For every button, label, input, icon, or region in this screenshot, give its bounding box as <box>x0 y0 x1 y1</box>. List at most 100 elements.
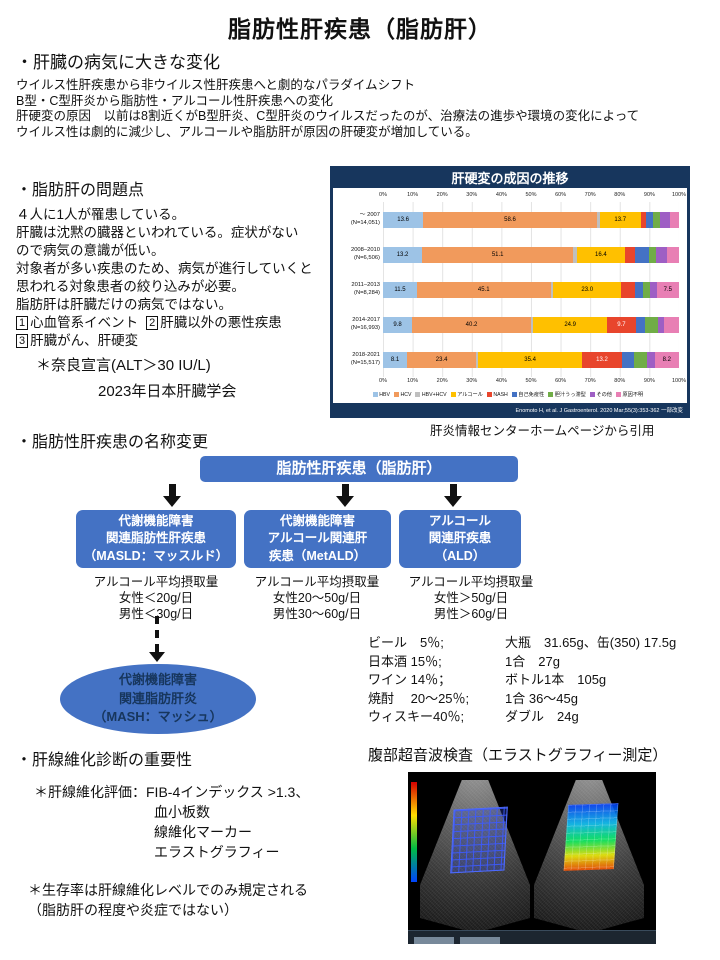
bar-segment-HBV: 11.5 <box>383 281 418 298</box>
fibrosis-eval-item: 血小板数 <box>154 804 210 820</box>
bar-segment-自己免疫性 <box>635 316 645 333</box>
segment-value: 9.7 <box>617 321 626 328</box>
section1-line: ウイルス性肝疾患から非ウイルス性肝疾患へと劇的なパラダイムシフト <box>16 78 416 92</box>
num-2-box: 2 <box>146 316 159 330</box>
legend-item: アルコール <box>450 391 483 398</box>
bar-segment-原因不明 <box>666 246 679 263</box>
amount-label: 大瓶 31.65g、缶(350) 17.5g <box>505 635 677 650</box>
segment-value: 51.1 <box>491 251 504 258</box>
segment-value: 23.0 <box>581 286 594 293</box>
metald-line: 代謝機能障害 <box>279 513 355 528</box>
intake-line: アルコール平均摂取量 <box>254 575 380 589</box>
bar-segment-HCV: 51.1 <box>422 246 574 263</box>
flow-top-box: 脂肪性肝疾患（脂肪肝） <box>200 456 518 482</box>
bar-segment-HBV: 13.2 <box>383 246 423 263</box>
legend-item: HBV <box>372 391 390 398</box>
segment-value: 8.2 <box>662 356 671 363</box>
axis-tick-label: 50% <box>525 192 537 198</box>
axis-tick-label: 40% <box>495 192 507 198</box>
axis-tick-label: 0% <box>379 192 387 198</box>
metald-line: アルコール関連肝 <box>267 531 368 546</box>
intake-line: 男性30～60g/日 <box>272 607 362 621</box>
legend-label: HBV <box>379 391 390 398</box>
axis-tick-label: 30% <box>466 378 478 384</box>
num-3-box: 3 <box>16 334 29 348</box>
axis-tick-label: 30% <box>466 192 478 198</box>
legend-item: 原因不明 <box>615 391 644 398</box>
mash-line: （MASH：マッシュ） <box>93 709 223 725</box>
bar-segment-HCV: 58.6 <box>423 211 597 228</box>
drink-label: ビール 5％; <box>368 635 444 650</box>
axis-tick-label: 90% <box>643 378 655 384</box>
drink-label: 焼酎 20～25％; <box>368 690 470 706</box>
legend-swatch <box>511 392 517 397</box>
mash-line: 関連脂肪肝炎 <box>118 690 197 706</box>
category-n: (N=14,051) <box>350 219 380 226</box>
down-arrow-icon <box>163 484 181 507</box>
section2-line: ので病気の意識が低い。 <box>16 243 165 258</box>
legend-label: アルコール <box>457 392 483 398</box>
chart-category-label: 2011–2013(N=8,284) <box>337 282 383 296</box>
bar-segment-HCV: 45.1 <box>417 281 551 298</box>
mash-line: 代謝機能障害 <box>118 671 197 687</box>
legend-item: HBV+HCV <box>415 392 447 398</box>
fib4-line: ＊肝線維化評価：FIB-4インデックス >1.3、 <box>34 784 310 800</box>
bar-segment-自己免疫性 <box>621 351 634 368</box>
bar-segment-HBV: 13.6 <box>383 211 424 228</box>
chart-axis-bottom: 0%10%20%30%40%50%60%70%80%90%100% <box>379 377 686 388</box>
axis-tick-label: 100% <box>671 378 687 384</box>
segment-value: 7.5 <box>663 286 672 293</box>
legend-swatch <box>450 392 456 397</box>
bar-segment-NASH: 9.7 <box>607 316 636 333</box>
nara-declaration-society: 2023年日本肝臓学会 <box>98 383 237 400</box>
bar-segment-HBV+HCV <box>573 246 577 263</box>
legend-swatch <box>615 392 621 397</box>
bar-segment-HBV+HCV <box>530 316 534 333</box>
bar-segment-その他 <box>660 211 671 228</box>
intake-ald: アルコール平均摂取量 女性＞50g/日 男性＞60g/日 <box>396 574 546 622</box>
intake-metald: アルコール平均摂取量 女性20～50g/日 男性30～60g/日 <box>238 574 396 622</box>
section1-heading: ・肝臓の病気に大きな変化 <box>16 53 220 72</box>
section2-line: ４人に1人が罹患している。 <box>16 207 186 222</box>
alcohol-row: 焼酎 20～25％;1合 36～45g <box>368 690 676 709</box>
elastography-color-map <box>563 803 619 871</box>
elastography-colorbar <box>411 782 417 882</box>
category-n: (N=15,517) <box>350 359 380 366</box>
segment-value: 58.6 <box>504 216 516 223</box>
fibrosis-eval-item: 線維化マーカー <box>154 824 252 840</box>
bar-segment-胆汁うっ滞型 <box>643 281 650 298</box>
ultrasound-status-bar <box>408 930 656 944</box>
category-period: ～ 2007 <box>359 212 380 219</box>
segment-value: 45.1 <box>477 286 490 293</box>
chart-citation: Enomoto H, et al. J Gastroenterol. 2020 … <box>515 408 683 414</box>
category-n: (N=6,506) <box>354 254 380 261</box>
legend-item: 自己免疫性 <box>511 391 544 398</box>
legend-item: NASH <box>486 392 508 398</box>
legend-swatch <box>589 392 595 397</box>
section2-line: 思われる対象患者の絞り込みが必要。 <box>16 279 245 294</box>
down-arrow-icon <box>336 484 354 507</box>
axis-tick-label: 100% <box>671 192 687 198</box>
bar-segment-胆汁うっ滞型 <box>633 351 647 368</box>
legend-label: 原因不明 <box>622 392 644 398</box>
category-period: 2014-2017 <box>352 317 380 324</box>
risk-item-2: 肝臓以外の悪性疾患 <box>160 315 282 330</box>
ald-line: （ALD） <box>434 548 486 563</box>
num-1-box: 1 <box>16 316 29 330</box>
legend-label: HCV <box>400 391 412 398</box>
legend-swatch <box>393 392 399 397</box>
intake-line: アルコール平均摂取量 <box>93 575 219 589</box>
bar-segment-アルコール: 16.4 <box>576 246 626 263</box>
drink-label: ワイン 14％； <box>368 672 452 687</box>
alcohol-content-table: ビール 5％;大瓶 31.65g、缶(350) 17.5g 日本酒 15％;1合… <box>368 634 676 727</box>
ald-line: アルコール <box>428 513 492 528</box>
bar-segment-NASH: 13.2 <box>582 351 622 368</box>
section1-line: 肝硬変の原因 以前は8割近くがB型肝炎、C型肝炎のウイルスだったのが、治療法の進… <box>16 109 640 123</box>
dashed-connector <box>155 616 159 652</box>
